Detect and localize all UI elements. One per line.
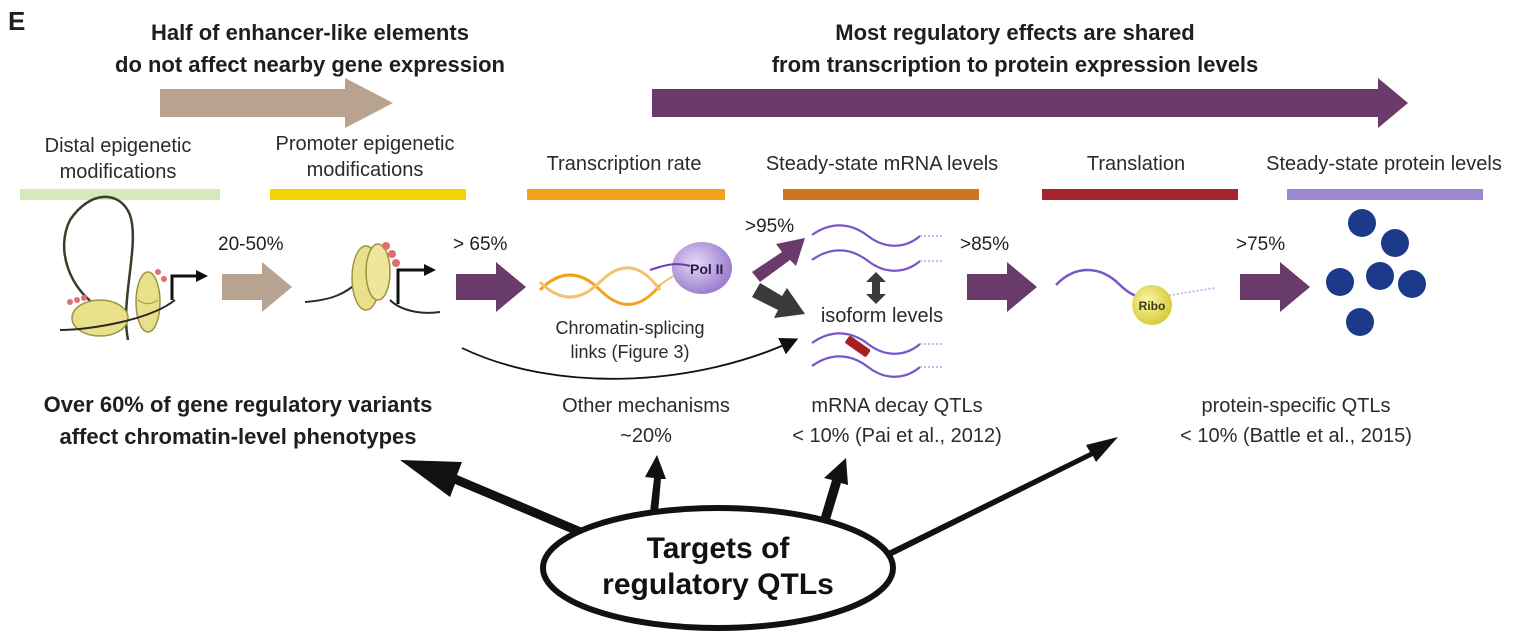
target-decay-line2: < 10% (Pai et al., 2012) xyxy=(792,425,1002,447)
headline-left-line1: Half of enhancer-like elements xyxy=(151,20,469,45)
stage-label-mrna: Steady-state mRNA levels xyxy=(766,153,998,175)
target-other-line1: Other mechanisms xyxy=(562,395,730,417)
translation-illustration: Ribo xyxy=(1055,268,1216,325)
target-other-line2: ~20% xyxy=(620,425,672,447)
step-arrow-5-purple xyxy=(1240,262,1310,312)
protein-illustration xyxy=(1326,209,1426,336)
headline-right-line1: Most regulatory effects are shared xyxy=(835,20,1194,45)
chromatin-splicing-line2: links (Figure 3) xyxy=(570,342,689,362)
step-arrow-3-purple xyxy=(752,238,805,282)
stage-label-translation: Translation xyxy=(1087,153,1185,175)
stage-bar-promoter xyxy=(270,189,466,200)
isoform-levels-label: isoform levels xyxy=(821,305,943,327)
percent-promoter-to-transcription: > 65% xyxy=(453,234,508,255)
percent-mrna-to-translation: >85% xyxy=(960,234,1009,255)
stage-bar-protein xyxy=(1287,189,1483,200)
percent-distal-to-promoter: 20-50% xyxy=(218,234,284,255)
ribosome-label: Ribo xyxy=(1139,299,1166,313)
target-protein-line1: protein-specific QTLs xyxy=(1202,395,1391,417)
target-chromatin-line2: affect chromatin-level phenotypes xyxy=(60,424,417,449)
step-arrow-1-tan xyxy=(222,262,292,312)
chromatin-splicing-line1: Chromatin-splicing xyxy=(555,318,704,338)
target-chromatin-line1: Over 60% of gene regulatory variants xyxy=(44,392,433,417)
stage-label-transcription: Transcription rate xyxy=(547,153,702,175)
step-arrow-3-gray xyxy=(752,283,805,318)
ribosome-icon xyxy=(1132,285,1172,325)
arrow-to-chromatin xyxy=(400,460,585,538)
transcription-illustration: Pol II xyxy=(538,242,732,306)
arrow-to-decay xyxy=(820,458,848,523)
target-arrows xyxy=(400,437,1118,561)
step-arrow-2-purple xyxy=(456,262,526,312)
stage-bar-translation xyxy=(1042,189,1238,200)
promoter-chromatin-illustration xyxy=(304,242,441,314)
stage-label-promoter-line2: modifications xyxy=(307,159,424,181)
targets-ellipse xyxy=(540,505,896,631)
stage-label-distal-line1: Distal epigenetic xyxy=(45,135,192,157)
headline-right-line2: from transcription to protein expression… xyxy=(772,52,1259,77)
panel-letter: E xyxy=(8,6,25,36)
stage-label-protein: Steady-state protein levels xyxy=(1266,153,1502,175)
stage-bar-distal xyxy=(20,189,220,200)
stage-label-promoter-line1: Promoter epigenetic xyxy=(276,133,455,155)
percent-transcription-to-mrna: >95% xyxy=(745,216,794,237)
targets-title-line1: Targets of xyxy=(647,532,791,565)
double-arrow-icon xyxy=(866,272,886,304)
step-arrow-4-purple xyxy=(967,262,1037,312)
headline-arrow-purple xyxy=(652,78,1408,128)
arrow-to-other xyxy=(645,455,666,513)
pol-ii-icon xyxy=(672,242,732,294)
pol-ii-label: Pol II xyxy=(690,261,723,277)
percent-translation-to-protein: >75% xyxy=(1236,234,1285,255)
distal-chromatin-illustration xyxy=(59,195,208,341)
targets-title-line2: regulatory QTLs xyxy=(602,568,834,601)
stage-bar-mrna xyxy=(783,189,979,200)
target-protein-line2: < 10% (Battle et al., 2015) xyxy=(1180,425,1412,447)
headline-arrow-tan xyxy=(160,78,393,128)
target-decay-line1: mRNA decay QTLs xyxy=(811,395,982,417)
headline-left-line2: do not affect nearby gene expression xyxy=(115,52,505,77)
stage-label-distal-line2: modifications xyxy=(60,161,177,183)
stage-bar-transcription xyxy=(527,189,725,200)
mrna-illustration: isoform levels xyxy=(811,224,944,378)
arrow-to-protein xyxy=(878,437,1118,561)
chromatin-splicing-arrow xyxy=(461,338,799,380)
